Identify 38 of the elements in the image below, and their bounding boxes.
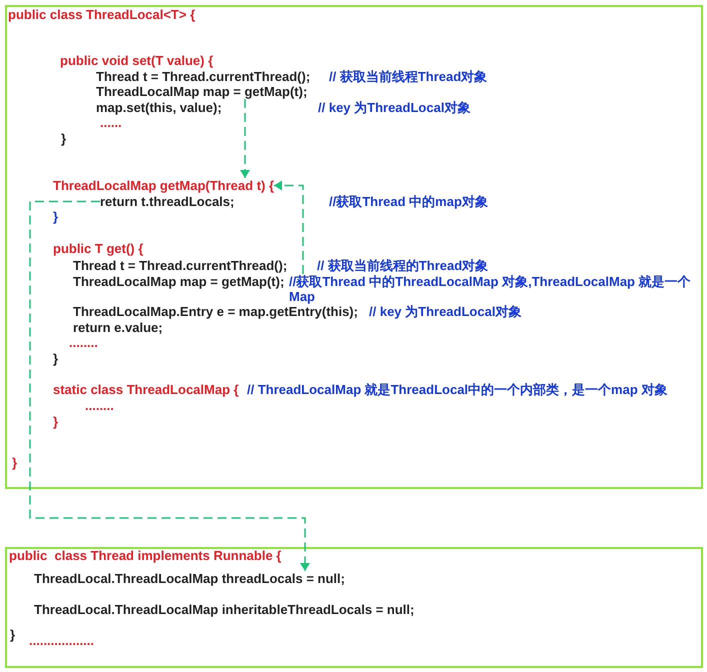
code-line: map.set(this, value); [96, 100, 222, 114]
class-declaration: public class ThreadLocal<T> { [8, 7, 196, 22]
code-comment: //获取Thread 中的map对象 [329, 194, 488, 209]
code-comment: // key 为ThreadLocal对象 [369, 304, 522, 318]
method-signature: ThreadLocalMap getMap(Thread t) { [53, 178, 274, 193]
code-line: return e.value; [73, 320, 163, 334]
dashed-arrow [240, 99, 250, 178]
ellipsis: .................. [29, 632, 94, 648]
code-line: ThreadLocalMap map = getMap(t); [73, 274, 284, 289]
closing-brace: } [53, 414, 58, 428]
code-line: Thread t = Thread.currentThread(); [73, 258, 288, 272]
code-comment: // 获取当前线程Thread对象 [329, 68, 488, 84]
dashed-arrow [29, 200, 310, 571]
code-comment: // key 为ThreadLocal对象 [318, 100, 470, 114]
code-line: ThreadLocalMap.Entry e = map.getEntry(this); [73, 304, 358, 318]
ellipsis: ...... [100, 114, 122, 130]
code-comment: // ThreadLocalMap 就是ThreadLocal中的一个内部类，是一个map 对象 [247, 382, 668, 396]
code-line: ThreadLocalMap map = getMap(t); [96, 84, 308, 99]
method-signature: public T get() { [53, 240, 144, 256]
code-line: Thread t = Thread.currentThread(); [96, 68, 310, 84]
ellipsis: ........ [69, 334, 98, 350]
closing-brace: } [10, 627, 16, 642]
class-declaration: public class Thread implements Runnable { [9, 548, 282, 563]
closing-brace: } [53, 208, 58, 224]
code-comment: // 获取当前线程的Thread对象 [317, 258, 488, 272]
ellipsis: ........ [85, 398, 114, 412]
class-declaration: static class ThreadLocalMap { [53, 382, 239, 396]
code-line: return t.threadLocals; [100, 194, 234, 209]
closing-brace: } [53, 350, 58, 366]
dashed-arrow [274, 180, 304, 274]
code-line: ThreadLocal.ThreadLocalMap inheritableThreadLocals = null; [34, 602, 414, 616]
closing-brace: } [12, 455, 18, 470]
code-comment: //获取Thread 中的ThreadLocalMap 对象,ThreadLocalMap 就是一个Map [289, 274, 692, 304]
code-line: ThreadLocal.ThreadLocalMap threadLocals = null; [34, 571, 345, 586]
code-panel [5, 5, 703, 489]
closing-brace: } [61, 130, 66, 146]
code-panel [5, 547, 703, 668]
method-signature: public void set(T value) { [60, 52, 214, 68]
